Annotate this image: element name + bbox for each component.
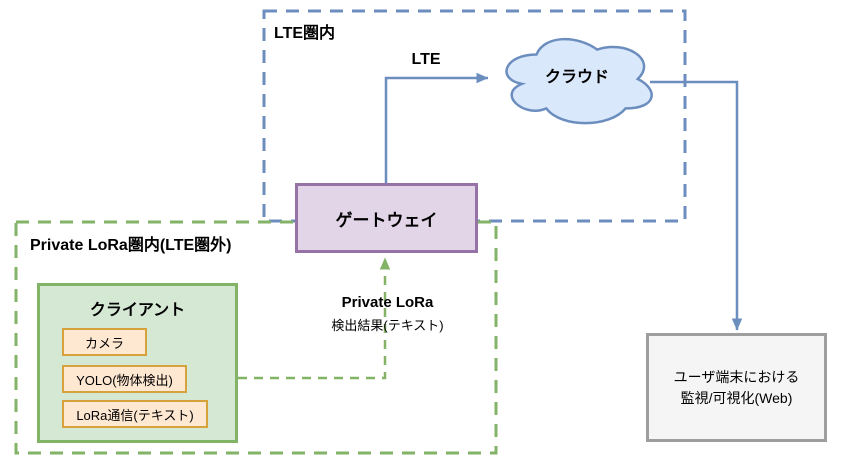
client-to-gateway-arrow [238, 257, 391, 380]
component-camera-label: カメラ [84, 335, 124, 351]
user-terminal-node: ユーザ端末における 監視/可視化(Web) [646, 333, 827, 442]
component-lora-comm-label: LoRa通信(テキスト) [76, 407, 194, 423]
cloud-label: クラウド [544, 69, 609, 86]
cloud-shape [505, 37, 653, 125]
gateway-to-cloud-arrow [384, 72, 489, 183]
lora-zone-label: Private LoRa圏内(LTE圏外) [30, 237, 232, 254]
client-label: クライアント [89, 302, 186, 319]
component-yolo: YOLO(物体検出) [62, 365, 187, 393]
component-camera: カメラ [62, 328, 147, 356]
lora-zone-border [14, 220, 498, 455]
lora-link-sublabel: 検出結果(テキスト) [331, 318, 444, 333]
cloud-to-terminal-arrow [650, 80, 743, 331]
lora-link-label: Private LoRa [341, 294, 434, 311]
component-yolo-label: YOLO(物体検出) [76, 372, 173, 388]
terminal-label-line1: ユーザ端末における [673, 368, 800, 385]
lte-link-label: LTE [411, 51, 441, 68]
gateway-node: ゲートウェイ [295, 183, 478, 253]
lora-link-labels: Private LoRa 検出結果(テキスト) [300, 294, 475, 334]
client-node: クライアント カメラ YOLO(物体検出) LoRa通信(テキスト) [37, 283, 238, 443]
lte-zone-label: LTE圏内 [274, 25, 336, 42]
terminal-label-line2: 監視/可視化(Web) [680, 389, 793, 406]
gateway-label: ゲートウェイ [335, 210, 438, 230]
component-lora-comm: LoRa通信(テキスト) [62, 400, 208, 428]
